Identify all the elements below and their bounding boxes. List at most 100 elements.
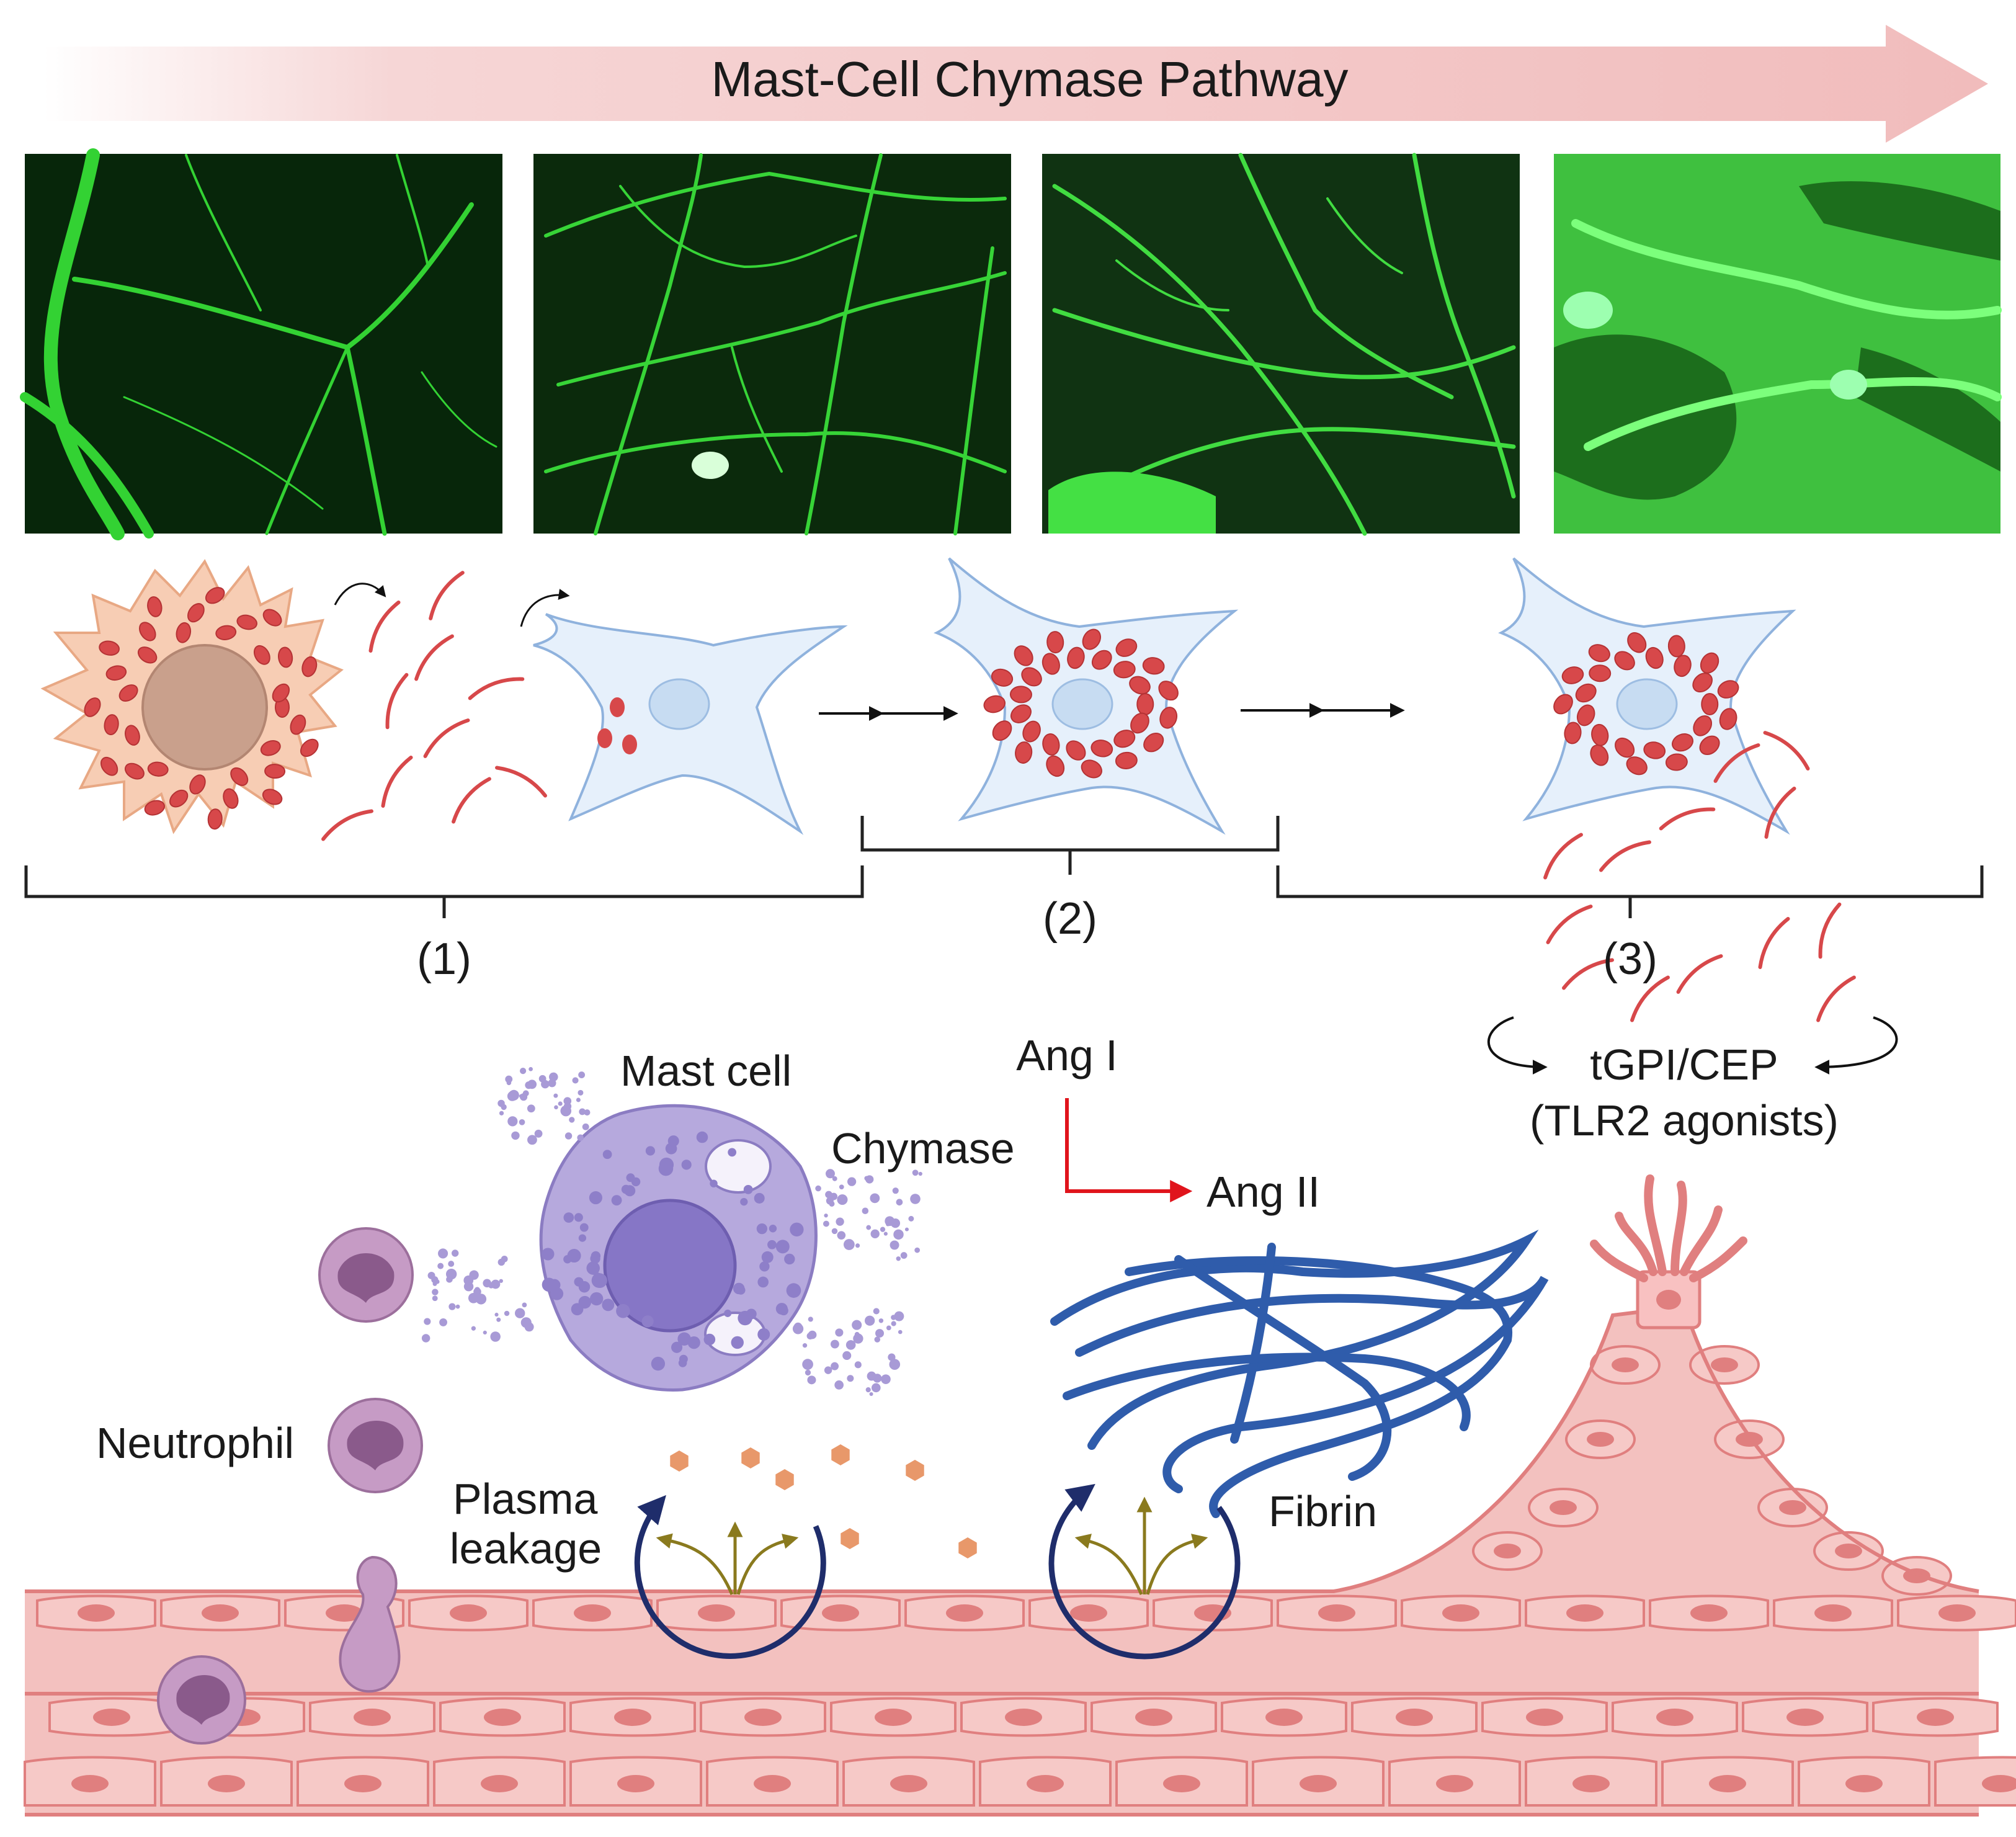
amastigote [139, 622, 156, 641]
granule [696, 1131, 708, 1143]
granule [802, 1343, 808, 1348]
cell-nucleus [1526, 1709, 1563, 1726]
cell-nucleus [71, 1775, 109, 1792]
trypomastigote [423, 718, 470, 758]
granule [904, 1227, 909, 1231]
granule [548, 1079, 556, 1088]
granule [847, 1177, 857, 1186]
granule [432, 1289, 439, 1295]
amastigote [1553, 694, 1573, 715]
amastigote [118, 684, 138, 702]
chymase-granules [421, 1066, 922, 1397]
amastigote [1591, 723, 1609, 746]
granule [878, 1318, 884, 1323]
granule [830, 1339, 839, 1349]
trypomastigote [1676, 954, 1723, 994]
trypomastigote [429, 571, 465, 620]
ang-ii-label: Ang II [1206, 1168, 1320, 1216]
cell-nucleus [1135, 1709, 1172, 1726]
granule [886, 1325, 891, 1331]
cell-nucleus [1786, 1709, 1824, 1726]
granule [870, 1229, 880, 1238]
cell-nucleus [1835, 1544, 1862, 1558]
granule [918, 1171, 922, 1176]
amastigote [125, 725, 140, 746]
cell-nucleus [78, 1604, 115, 1622]
amastigote [1699, 735, 1720, 756]
trypomastigote [1818, 902, 1842, 959]
granule [491, 1279, 501, 1289]
amastigote [253, 645, 270, 665]
granule [501, 1255, 508, 1263]
trypomastigote [452, 777, 491, 824]
amastigote [1042, 733, 1060, 756]
trypomastigote [321, 809, 373, 841]
amastigote [1717, 680, 1739, 699]
mast-cell-label: Mast cell [620, 1047, 792, 1095]
granule [805, 1369, 811, 1376]
leakage-label: leakage [450, 1524, 602, 1573]
cell-nucleus [1494, 1544, 1521, 1558]
cell-nucleus [1318, 1604, 1355, 1622]
plasma-label: Plasma [453, 1475, 597, 1523]
cell-nucleus [574, 1604, 611, 1622]
granule [519, 1119, 525, 1125]
granule [511, 1131, 520, 1140]
amastigote [1589, 664, 1612, 682]
granule [767, 1240, 777, 1249]
neutrophils [157, 1227, 423, 1745]
fibrin-label: Fibrin [1269, 1487, 1377, 1535]
amastigote [1719, 708, 1737, 730]
granule [578, 1281, 591, 1293]
released-trypomastigotes [1543, 731, 1856, 1022]
amastigote [1014, 645, 1033, 666]
trypomastigote [495, 766, 547, 798]
leakage-cycle-2 [1048, 1483, 1241, 1660]
cell-nucleus [1779, 1500, 1806, 1515]
granule [832, 1176, 837, 1181]
granule [589, 1292, 604, 1306]
amastigote [300, 738, 319, 758]
granule [651, 1356, 666, 1371]
banner-arrow: Mast-Cell Chymase Pathway [43, 25, 1988, 143]
fibroblast-1 [334, 583, 848, 835]
amastigote [260, 740, 281, 756]
amastigote [1700, 652, 1719, 674]
granule [554, 1105, 558, 1110]
amastigote [1021, 667, 1042, 687]
amastigote [1009, 686, 1032, 704]
granule [880, 1227, 886, 1232]
granule [519, 1068, 527, 1075]
amastigote [104, 714, 119, 736]
cell-nucleus [1711, 1357, 1738, 1372]
amastigote [1575, 683, 1597, 703]
chymase-label: Chymase [831, 1124, 1015, 1173]
granule [867, 1371, 876, 1381]
amastigote [1015, 741, 1033, 764]
granule [592, 1273, 607, 1288]
amastigote [1564, 722, 1582, 744]
granule [855, 1243, 860, 1248]
granule [837, 1194, 848, 1205]
amastigote [223, 788, 239, 809]
plasma-protein [958, 1537, 977, 1558]
granule [746, 1308, 757, 1320]
granule [866, 1225, 872, 1230]
amastigote [1041, 653, 1060, 675]
plasma-protein [831, 1444, 850, 1465]
ang-conversion-arrow [1065, 1098, 1193, 1202]
cell-nucleus [344, 1775, 381, 1792]
amastigote [1136, 693, 1154, 715]
granule [631, 1177, 641, 1187]
granule [908, 1215, 914, 1222]
mast-cell [539, 1104, 818, 1392]
microscopy-panel-2 [533, 153, 1011, 535]
granule [549, 1072, 558, 1082]
granule [589, 1191, 602, 1205]
trypomastigote [368, 601, 401, 653]
granule [438, 1248, 448, 1259]
granule [490, 1331, 501, 1342]
tgpi-label: tGPI/CEP [1590, 1040, 1778, 1089]
amastigote [1667, 635, 1685, 658]
diagram-title: Mast-Cell Chymase Pathway [711, 51, 1349, 107]
